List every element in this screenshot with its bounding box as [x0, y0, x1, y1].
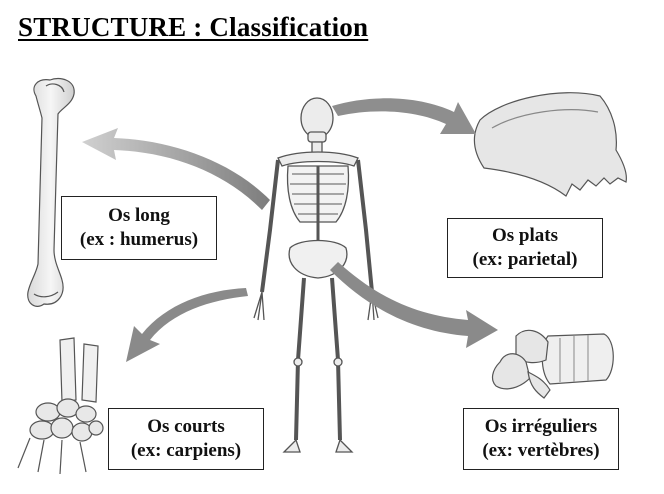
label-box-irregular-bone: Os irréguliers (ex: vertèbres) [463, 408, 619, 470]
short-bone-name: Os courts [147, 416, 225, 437]
short-bone-example: (ex: carpiens) [130, 440, 242, 461]
arrow-to-short-bone [126, 288, 248, 362]
label-box-long-bone: Os long (ex : humerus) [61, 196, 217, 260]
arrow-to-irregular-bone [330, 262, 498, 348]
flat-bone-name: Os plats [492, 225, 558, 246]
irregular-bone-example: (ex: vertèbres) [482, 440, 600, 461]
carpal-bones-icon [17, 337, 104, 475]
irregular-bone-name: Os irréguliers [484, 416, 598, 437]
humerus-bone-icon [27, 77, 75, 307]
page-title: STRUCTURE : Classification [18, 12, 369, 42]
arrow-to-flat-bone [332, 98, 476, 134]
skeleton-icon [253, 97, 379, 453]
arrow-to-long-bone [82, 128, 270, 210]
parietal-bone-icon [473, 92, 627, 197]
flat-bone-example: (ex: parietal) [472, 249, 578, 270]
long-bone-example: (ex : humerus) [79, 229, 199, 250]
vertebra-bone-icon [491, 329, 614, 399]
label-box-short-bone: Os courts (ex: carpiens) [108, 408, 264, 470]
label-box-flat-bone: Os plats (ex: parietal) [447, 218, 603, 278]
long-bone-name: Os long [108, 205, 170, 226]
